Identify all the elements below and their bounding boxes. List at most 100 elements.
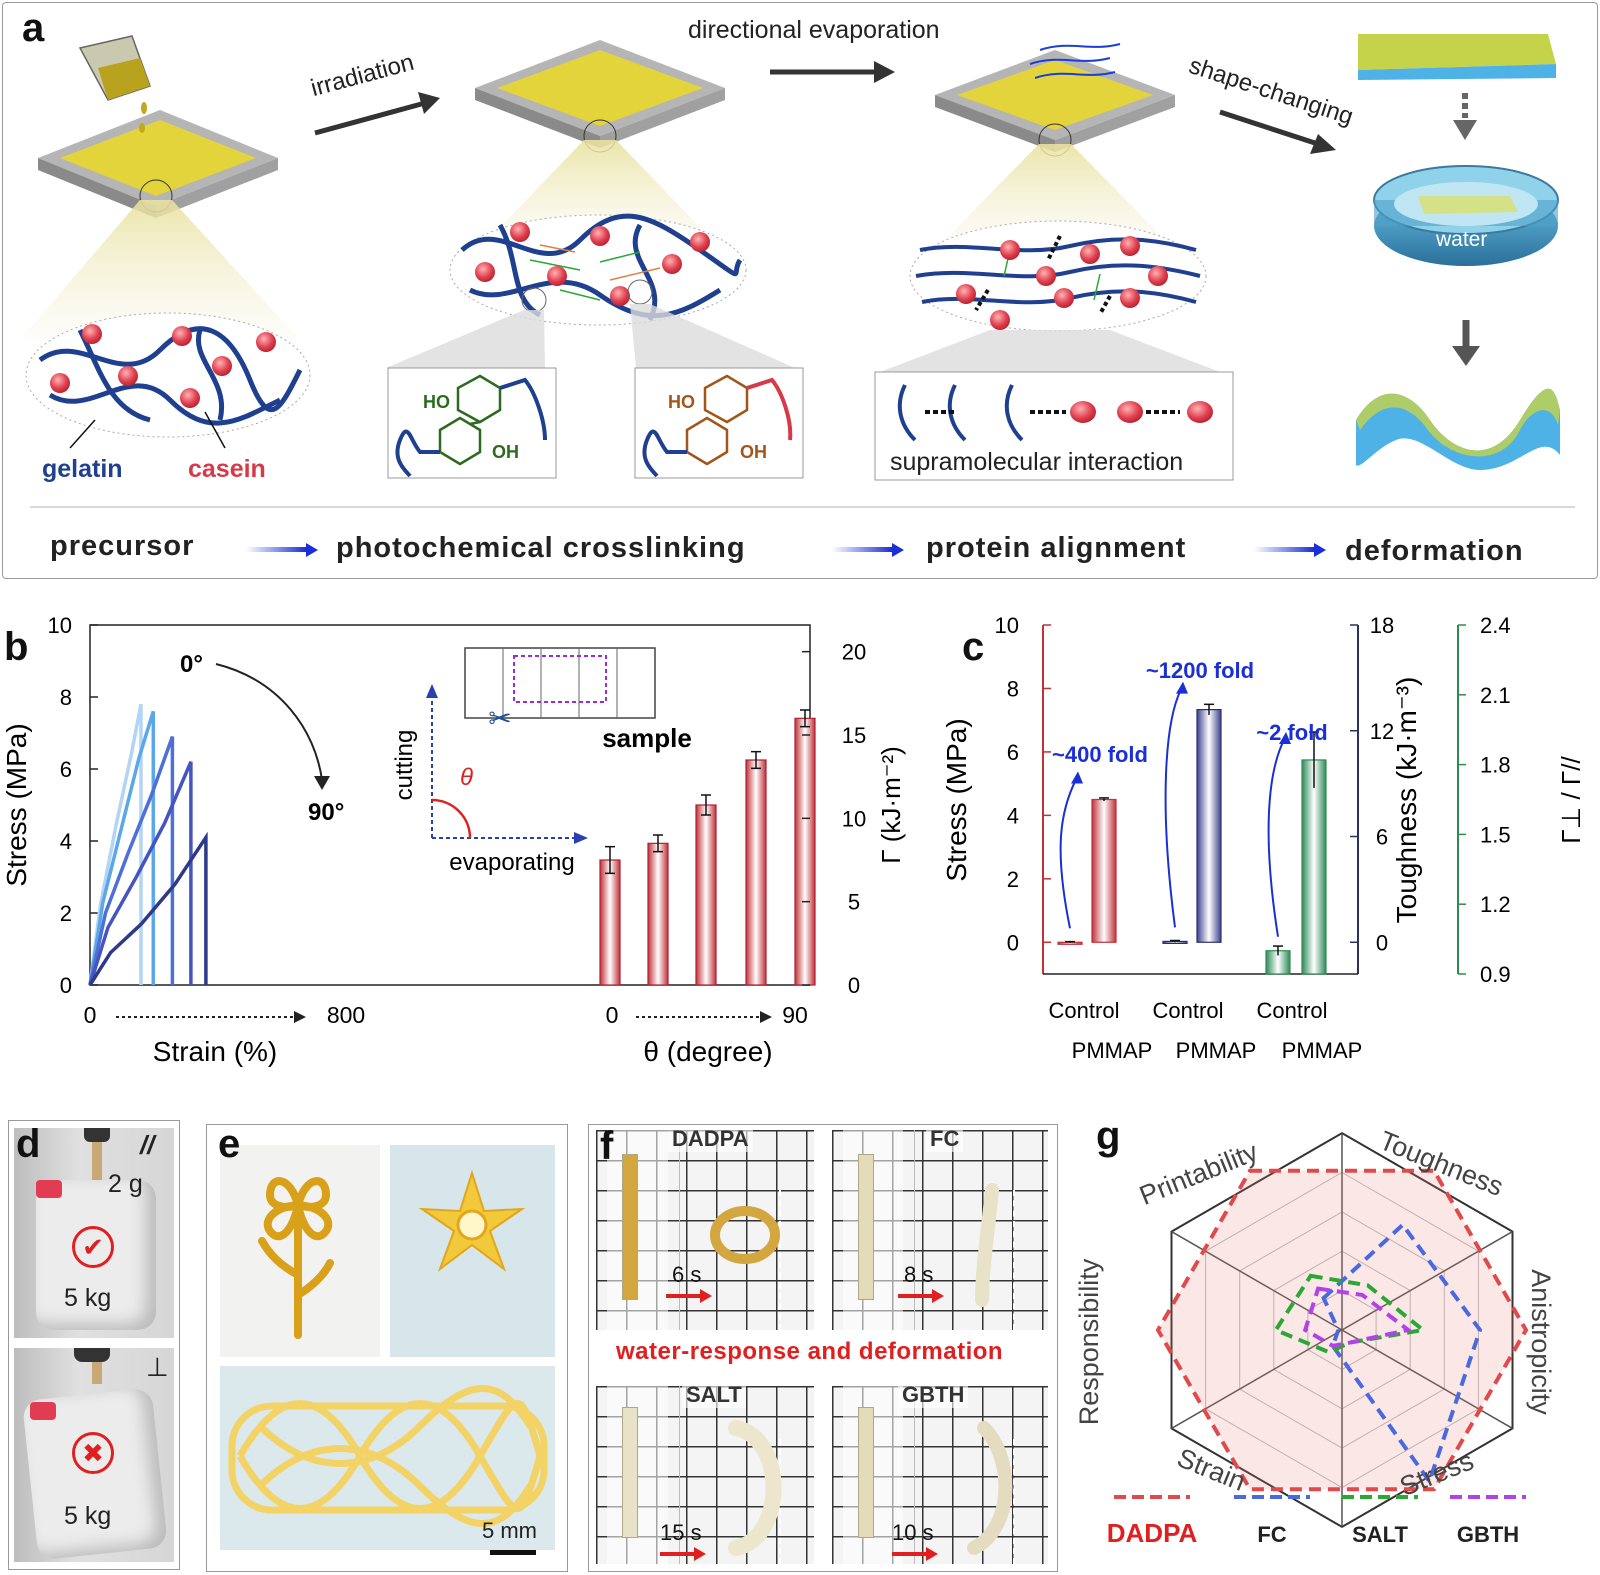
radar-spoke: [1171, 1329, 1343, 1430]
bilayer-sheet: [1358, 34, 1556, 80]
tray-aligned: [935, 43, 1175, 250]
label-directional-evaporation: directional evaporation: [688, 16, 940, 44]
red-arrow-icon: [892, 1552, 928, 1556]
x-tick-label: 800: [327, 1002, 365, 1028]
panel-a-frame: [2, 2, 1598, 579]
right-y-tick-label: 5: [848, 890, 860, 915]
red-arrowhead-icon: [694, 1547, 706, 1561]
panel-letter-c: c: [962, 625, 985, 669]
right-y-axis-label: Γ (kJ·m⁻²): [876, 746, 906, 864]
inset-cutting-label: cutting: [391, 730, 418, 801]
c-bar: [1196, 709, 1222, 943]
supramolecular-box: [874, 371, 1234, 481]
scale-label-e: 5 mm: [482, 1518, 537, 1543]
stress-strain-curve: [88, 710, 156, 986]
photo-f-3: [832, 1386, 1048, 1564]
c-fold-arrow: [1164, 689, 1182, 928]
panel-letter-a: a: [22, 6, 45, 50]
radar-axis-label: Responsibility: [1074, 1258, 1104, 1425]
chem-ho-2: HO: [668, 392, 695, 412]
c-category-label: PMMAP: [1176, 1038, 1257, 1063]
aligned-network: [880, 220, 1220, 372]
strain-arrowhead: [294, 1011, 306, 1023]
c-fold-label: ~1200 fold: [1146, 658, 1254, 683]
c-mid-axis-label: Toughness (kJ·m⁻³): [1391, 677, 1422, 924]
y-tick-label: 2: [60, 901, 72, 926]
scissors-icon: ✂: [488, 703, 511, 734]
label-f-salt: SALT: [682, 1382, 746, 1408]
label-casein: casein: [188, 455, 266, 483]
panel-a-schematic: HO OH HO OH: [20, 34, 1575, 557]
label-perp: ⊥: [146, 1352, 169, 1382]
c-fold-label: ~2 fold: [1256, 720, 1328, 745]
gamma-bar: [745, 759, 767, 986]
time-f-15s: 15 s: [660, 1520, 702, 1545]
c-left-tick-label: 10: [995, 613, 1019, 638]
c-category-label: PMMAP: [1282, 1038, 1363, 1063]
photo-f-0: [596, 1130, 814, 1330]
y-tick-label: 8: [60, 685, 72, 710]
y-tick-label: 10: [48, 613, 72, 638]
step-alignment: protein alignment: [926, 532, 1187, 564]
c-bar: [1091, 798, 1117, 943]
panel-letter-d: d: [16, 1122, 41, 1166]
solid-down-arrow: [1452, 320, 1480, 366]
c-fold-arrow: [1267, 739, 1285, 937]
c-mid-tick-label: 18: [1370, 613, 1394, 638]
label-5kg-top: 5 kg: [64, 1284, 112, 1312]
panel-letter-f: f: [600, 1124, 614, 1168]
time-f-6s: 6 s: [672, 1262, 702, 1287]
radar-spoke: [1341, 1230, 1513, 1331]
step-arrows: [246, 543, 1326, 557]
theta-axis-label: θ (degree): [643, 1036, 772, 1067]
c-right-tick-label: 0.9: [1480, 962, 1511, 987]
chem-structure-1: HO OH: [387, 367, 557, 479]
label-5kg-bottom: 5 kg: [64, 1502, 112, 1530]
step-deformation: deformation: [1345, 535, 1524, 567]
theta-tick-label: 90: [782, 1002, 808, 1028]
radar-series-gbth: [1302, 1286, 1413, 1349]
label-parallel: //: [140, 1130, 155, 1160]
theta-tick-label: 0: [606, 1002, 619, 1028]
c-right-tick-label: 2.1: [1480, 683, 1511, 708]
theta-arrowhead: [760, 1011, 772, 1023]
photo-d-parallel: ✔: [14, 1128, 174, 1338]
label-2g: 2 g: [108, 1170, 143, 1198]
photo-f-2: [596, 1386, 814, 1564]
radar-legend-label: DADPA: [1107, 1518, 1198, 1548]
radar-series-fc: [1321, 1221, 1483, 1486]
water-dish: [1373, 165, 1559, 266]
angle-arrowhead: [314, 776, 330, 790]
cross-icon: ✖: [72, 1432, 114, 1474]
angle-arrow: [215, 663, 323, 781]
beaker-icon: [78, 35, 151, 133]
chem-structure-2: HO OH: [634, 367, 804, 479]
c-fold-arrow: [1059, 779, 1077, 929]
c-right-tick-label: 1.2: [1480, 892, 1511, 917]
radar-legend-label: SALT: [1352, 1522, 1408, 1547]
tray-precursor: [20, 110, 300, 340]
inset-evap-arrowhead: [574, 832, 588, 844]
chem-ho-1: HO: [423, 392, 450, 412]
arrow-shape-changing: [1219, 109, 1336, 154]
panel-letter-g: g: [1096, 1114, 1121, 1158]
c-fold-arrowhead: [1176, 681, 1188, 694]
y-axis-label: Stress (MPa): [1, 723, 32, 886]
gamma-bar: [794, 717, 816, 986]
red-arrowhead-icon: [932, 1289, 944, 1303]
inset-sample-label: sample: [602, 723, 692, 753]
time-f-8s: 8 s: [904, 1262, 934, 1287]
c-mid-tick-label: 6: [1376, 825, 1388, 850]
x-tick-label: 0: [84, 1002, 97, 1028]
label-f-dadpa: DADPA: [668, 1126, 753, 1152]
c-fold-arrowhead: [1071, 771, 1083, 784]
inset-evaporating-label: evaporating: [449, 849, 574, 876]
c-right-tick-label: 2.4: [1480, 613, 1511, 638]
angle-label-start: 0°: [180, 651, 203, 678]
photo-d-perp: ✖: [14, 1348, 174, 1562]
panel-letter-b: b: [4, 625, 29, 669]
step-photochemical: photochemical crosslinking: [336, 532, 746, 564]
